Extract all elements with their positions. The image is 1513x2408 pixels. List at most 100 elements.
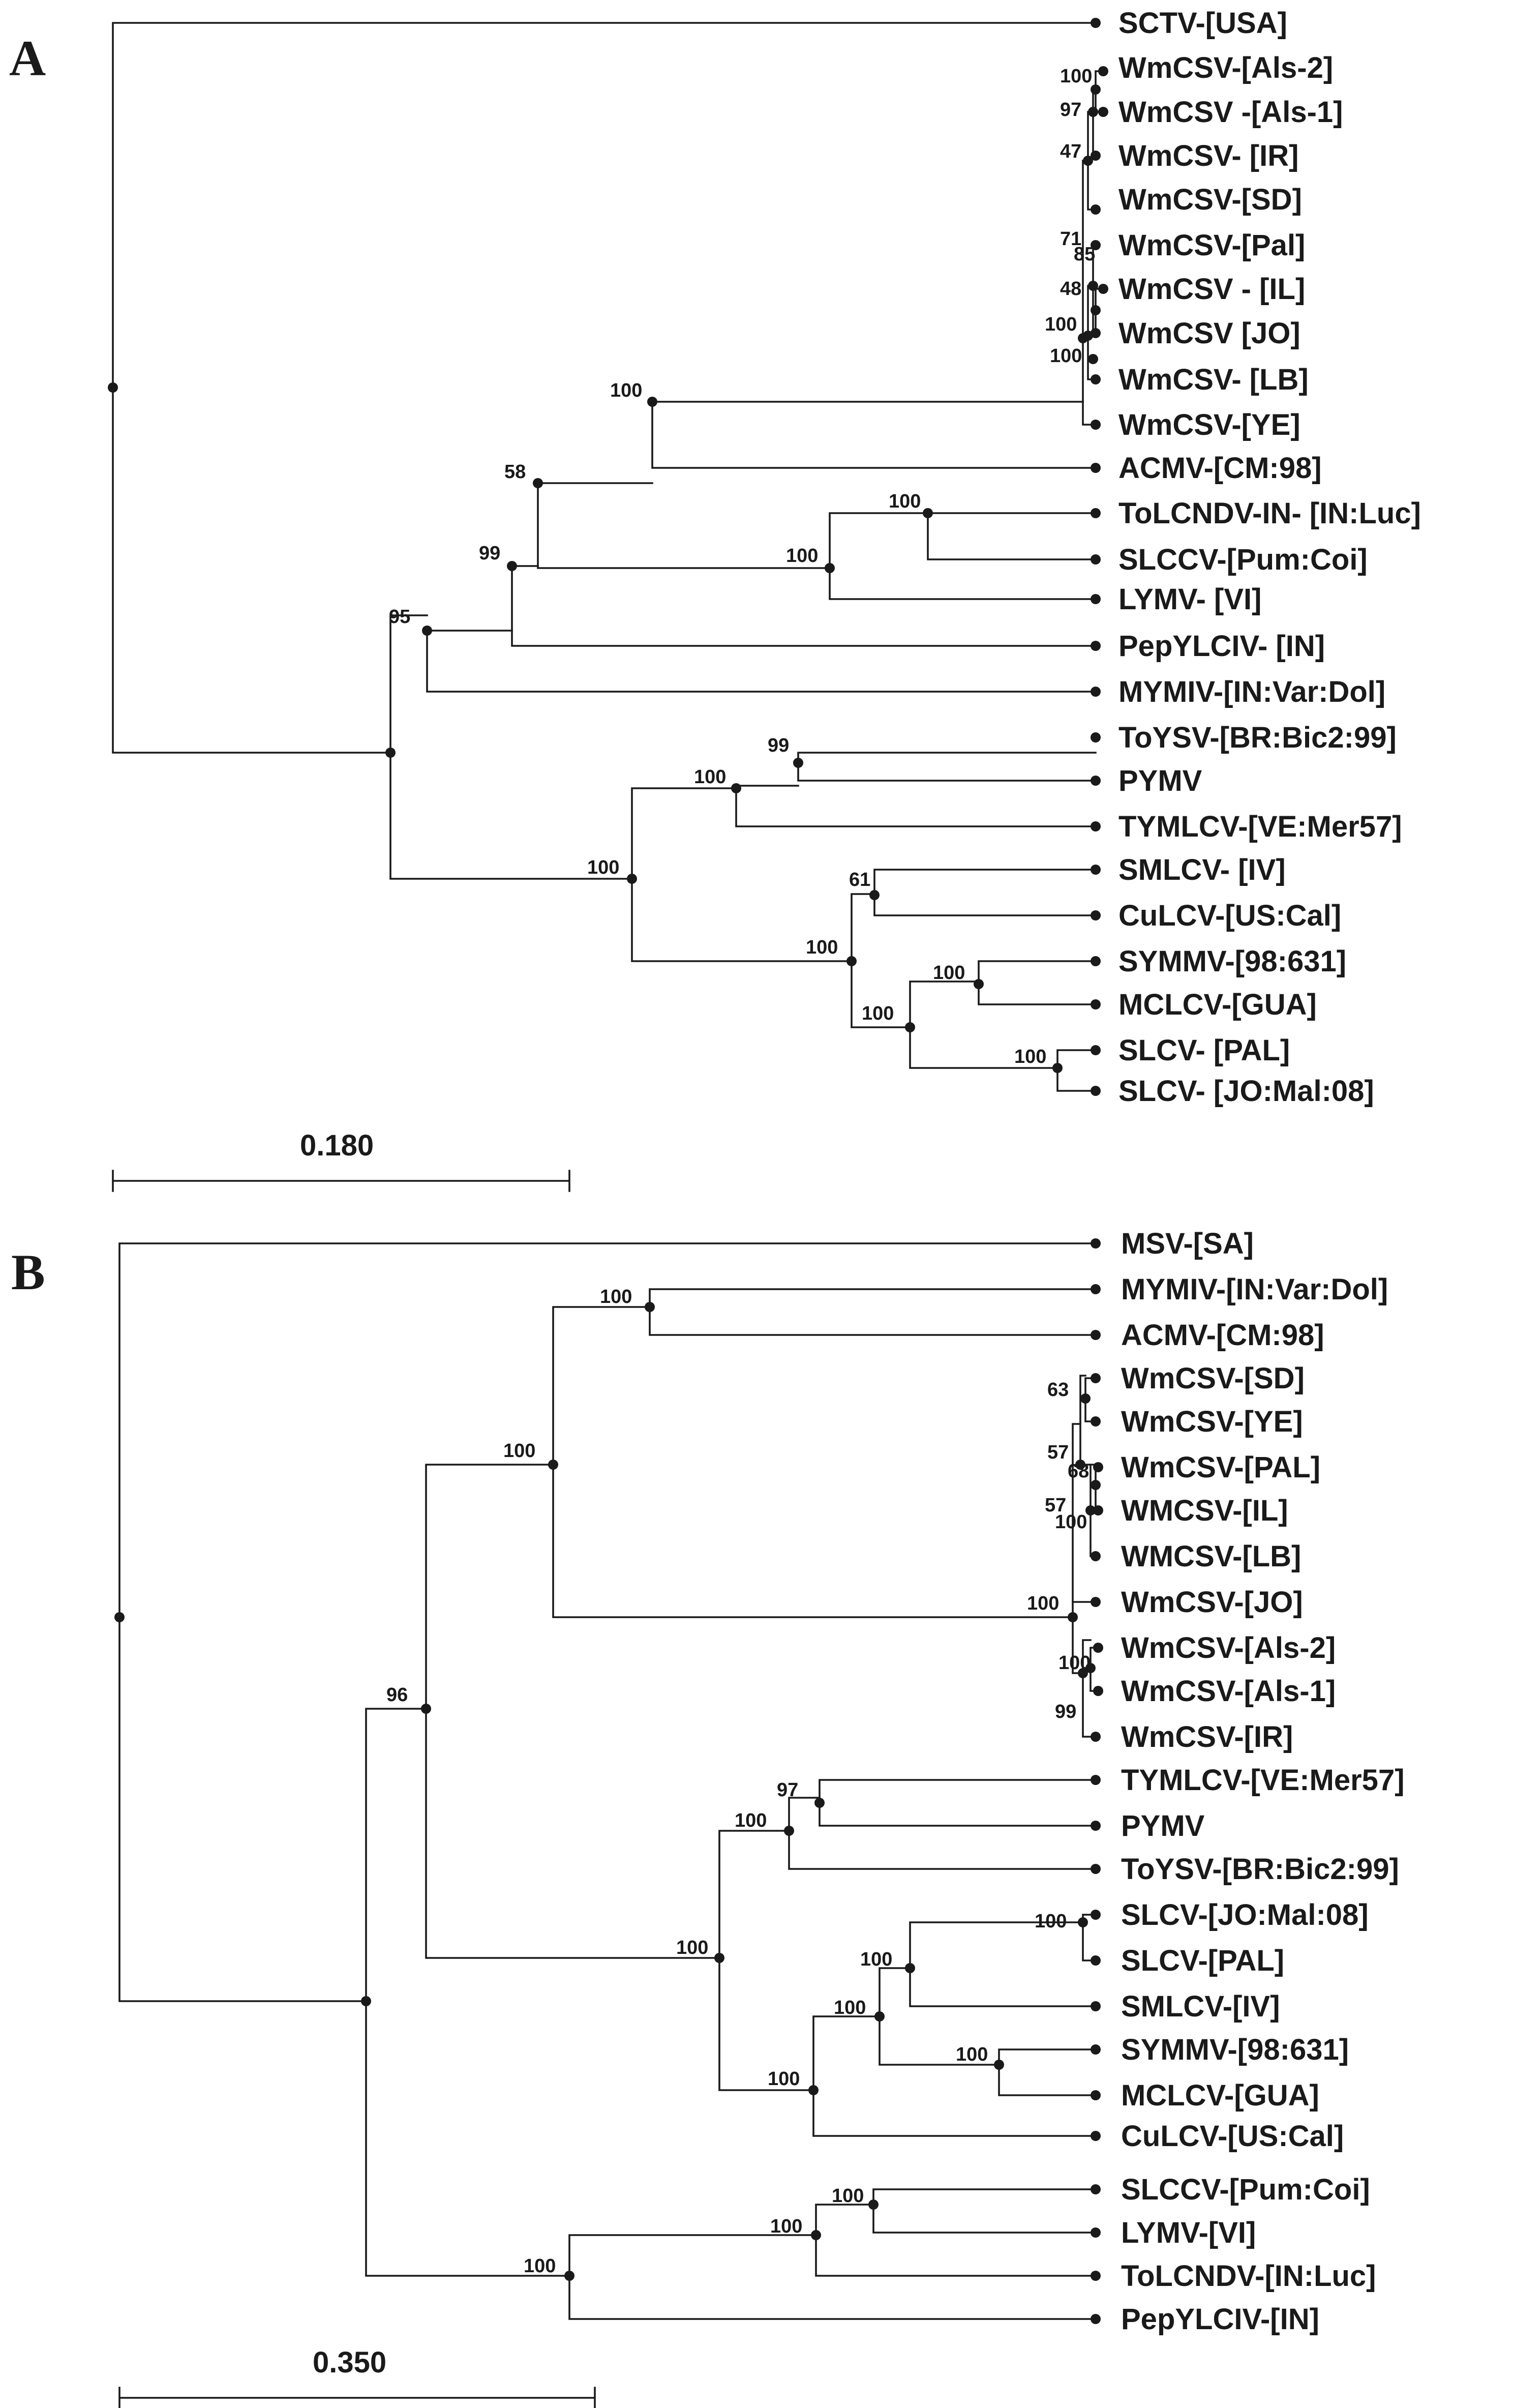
support-b-4: 68 <box>1068 1461 1089 1482</box>
support-b-9: 99 <box>1055 1701 1076 1722</box>
support-a-7: 100 <box>1045 314 1077 335</box>
panel-b-support-values: 100 63 57 68 57 100 100 100 99 96 100 97… <box>386 1286 1091 2277</box>
panel-b-leaf-labels: MSV-[SA] MYMIV-[IN:Var:Dol] ACMV-[CM:98]… <box>1121 1227 1405 2336</box>
leaf-label-b-17: SLCV-[PAL] <box>1121 1944 1284 1977</box>
leaf-label-b-23: LYMV-[VI] <box>1121 2216 1256 2249</box>
support-b-20: 100 <box>832 2185 864 2207</box>
leaf-label-b-11: WmCSV-[Als-1] <box>1121 1675 1336 1708</box>
leaf-label-a-19: TYMLCV-[VE:Mer57] <box>1118 810 1402 843</box>
panel-a-leaf-labels: SCTV-[USA] WmCSV-[Als-2] WmCSV -[Als-1] … <box>1118 7 1421 1108</box>
support-a-18: 61 <box>849 869 870 890</box>
support-b-6: 100 <box>1055 1511 1087 1533</box>
leaf-label-b-8: WMCSV-[LB] <box>1121 1540 1301 1573</box>
leaf-label-a-22: SYMMV-[98:631] <box>1118 945 1346 978</box>
panel-a-leaf-tips <box>1091 18 1108 1096</box>
panel-a: A <box>9 7 1421 1192</box>
support-b-16: 100 <box>860 1949 892 1970</box>
leaf-label-b-2: MYMIV-[IN:Var:Dol] <box>1121 1273 1388 1306</box>
support-b-19: 100 <box>768 2068 800 2090</box>
leaf-label-b-21: CuLCV-[US:Cal] <box>1121 2120 1344 2153</box>
panel-a-support-values: 100 97 47 71 85 48 100 100 100 58 100 10… <box>389 66 1095 1067</box>
support-b-1: 100 <box>600 1286 632 1307</box>
leaf-label-b-16: SLCV-[JO:Mal:08] <box>1121 1898 1369 1931</box>
leaf-label-a-23: MCLCV-[GUA] <box>1118 988 1317 1021</box>
support-a-17: 100 <box>587 857 619 878</box>
leaf-label-a-20: SMLCV- [IV] <box>1118 853 1286 886</box>
leaf-label-b-5: WmCSV-[YE] <box>1121 1405 1303 1438</box>
leaf-label-b-10: WmCSV-[Als-2] <box>1121 1631 1336 1664</box>
panel-b: B <box>11 1227 1405 2408</box>
panel-letter-b: B <box>11 1244 45 1300</box>
leaf-label-a-4: WmCSV- [IR] <box>1118 139 1298 172</box>
support-a-5: 85 <box>1074 244 1095 265</box>
scale-bar-label-b: 0.350 <box>313 2346 386 2379</box>
leaf-label-a-10: WmCSV-[YE] <box>1118 408 1300 441</box>
support-a-13: 99 <box>479 543 500 564</box>
support-b-18: 100 <box>956 2044 988 2065</box>
leaf-label-b-12: WmCSV-[IR] <box>1121 1720 1293 1753</box>
leaf-label-a-1: SCTV-[USA] <box>1118 7 1287 40</box>
panel-a-scale-bar: 0.180 <box>112 1129 570 1192</box>
support-b-15: 100 <box>1035 1911 1067 1932</box>
leaf-label-b-7: WMCSV-[IL] <box>1121 1494 1288 1527</box>
support-a-16: 100 <box>694 766 726 788</box>
leaf-label-a-2: WmCSV-[Als-2] <box>1118 51 1333 84</box>
leaf-label-b-9: WmCSV-[JO] <box>1121 1586 1303 1619</box>
leaf-label-a-14: LYMV- [VI] <box>1118 583 1261 616</box>
leaf-label-b-3: ACMV-[CM:98] <box>1121 1319 1324 1352</box>
leaf-label-a-5: WmCSV-[SD] <box>1118 183 1302 216</box>
support-b-14: 100 <box>676 1937 708 1958</box>
support-b-8: 100 <box>1058 1652 1091 1674</box>
support-b-7: 100 <box>1027 1593 1059 1614</box>
leaf-label-a-16: MYMIV-[IN:Var:Dol] <box>1118 675 1385 708</box>
leaf-label-a-9: WmCSV- [LB] <box>1118 363 1309 396</box>
panel-b-internal-nodes <box>114 1302 1101 2281</box>
leaf-label-a-12: ToLCNDV-IN- [IN:Luc] <box>1118 497 1421 530</box>
panel-b-leaf-tips <box>1091 1238 1103 2324</box>
panel-b-branches <box>118 1242 1099 2320</box>
support-a-14: 95 <box>389 606 410 628</box>
leaf-label-b-14: PYMV <box>1121 1809 1205 1842</box>
leaf-label-a-13: SLCCV-[Pum:Coi] <box>1118 543 1368 576</box>
leaf-label-a-18: PYMV <box>1118 764 1202 797</box>
support-a-9: 100 <box>610 380 642 401</box>
support-a-4: 71 <box>1060 228 1081 250</box>
support-a-20: 100 <box>933 962 965 984</box>
support-a-11: 100 <box>889 491 921 512</box>
leaf-label-b-19: SYMMV-[98:631] <box>1121 2033 1349 2066</box>
leaf-label-b-4: WmCSV-[SD] <box>1121 1362 1305 1395</box>
leaf-label-b-20: MCLCV-[GUA] <box>1121 2079 1319 2112</box>
leaf-label-a-25: SLCV- [JO:Mal:08] <box>1118 1075 1374 1108</box>
leaf-label-b-1: MSV-[SA] <box>1121 1227 1254 1260</box>
leaf-label-a-11: ACMV-[CM:98] <box>1118 452 1322 485</box>
support-a-21: 100 <box>862 1003 894 1024</box>
leaf-label-a-3: WmCSV -[Als-1] <box>1118 96 1343 129</box>
leaf-label-a-24: SLCV- [PAL] <box>1118 1034 1290 1067</box>
leaf-label-b-6: WmCSV-[PAL] <box>1121 1451 1320 1484</box>
support-a-6: 48 <box>1060 278 1081 300</box>
support-a-22: 100 <box>1014 1046 1046 1067</box>
support-b-12: 97 <box>777 1779 798 1801</box>
support-a-3: 47 <box>1060 141 1081 162</box>
support-b-22: 100 <box>524 2255 556 2277</box>
support-a-10: 58 <box>504 461 526 483</box>
leaf-label-a-6: WmCSV-[Pal] <box>1118 229 1305 262</box>
leaf-label-b-13: TYMLCV-[VE:Mer57] <box>1121 1764 1405 1797</box>
leaf-label-b-18: SMLCV-[IV] <box>1121 1990 1280 2023</box>
support-a-12: 100 <box>786 545 818 567</box>
support-a-15: 99 <box>768 735 789 756</box>
leaf-label-b-15: ToYSV-[BR:Bic2:99] <box>1121 1853 1399 1886</box>
leaf-label-a-15: PepYLCIV- [IN] <box>1118 630 1325 663</box>
support-b-11: 100 <box>503 1440 535 1462</box>
support-a-1: 100 <box>1060 66 1092 87</box>
support-b-2: 63 <box>1047 1379 1069 1401</box>
support-b-10: 96 <box>386 1684 408 1706</box>
support-a-19: 100 <box>806 937 838 958</box>
support-a-8: 100 <box>1050 345 1082 367</box>
leaf-label-a-7: WmCSV - [IL] <box>1118 273 1305 306</box>
support-b-5: 57 <box>1045 1495 1066 1516</box>
leaf-label-a-8: WmCSV [JO] <box>1118 317 1300 350</box>
support-b-17: 100 <box>834 1997 866 2018</box>
support-b-3: 57 <box>1047 1442 1069 1463</box>
